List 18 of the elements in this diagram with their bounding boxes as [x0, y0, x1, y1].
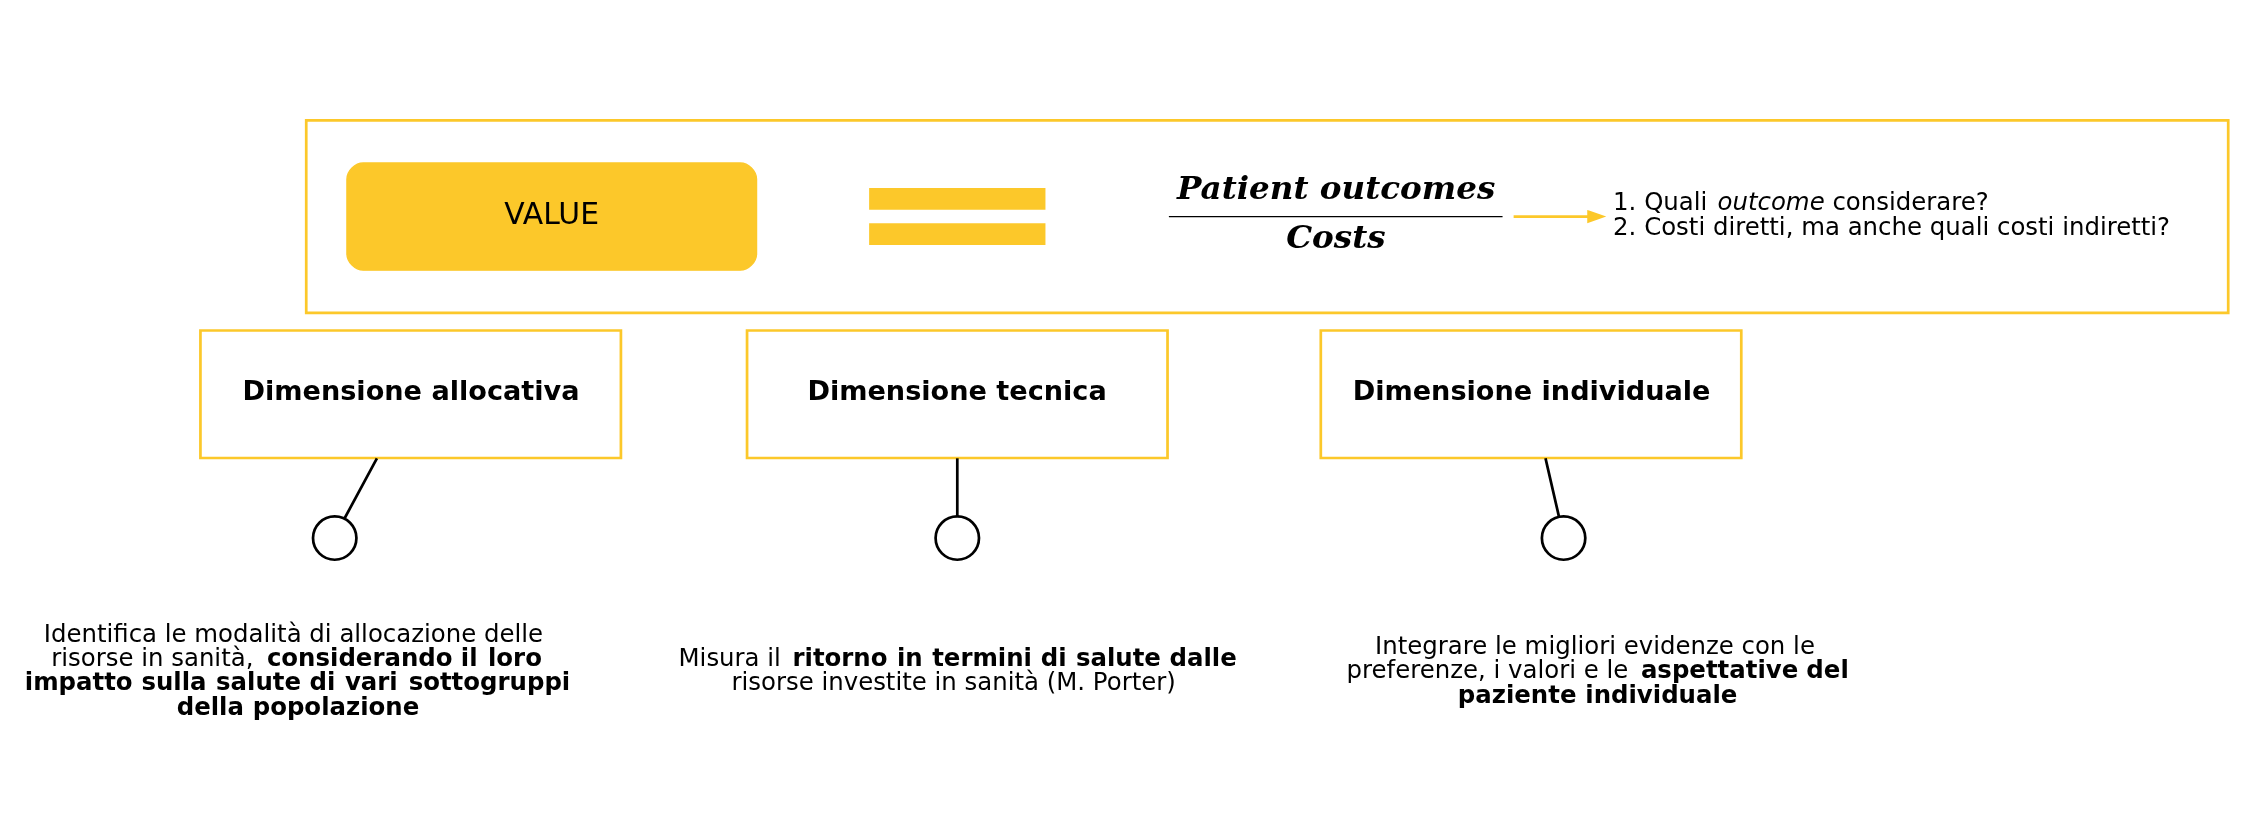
node-box: Dimensione individuale	[1319, 329, 1743, 460]
node-text: 1. Quali outcome considerare? 2. Costi diretti, ma anche quali costi indiretti?	[1613, 187, 2171, 241]
node-box: Dimensione tecnica	[745, 329, 1169, 460]
node-circle	[311, 515, 358, 562]
node-circle	[934, 515, 981, 562]
node-box: VALUE	[346, 162, 758, 271]
node-label: Patient outcomes	[1177, 168, 1496, 208]
arrow	[1513, 209, 1607, 224]
node-circle	[1540, 515, 1587, 562]
connector	[1544, 458, 1561, 517]
node-label: Costs	[1286, 217, 1386, 257]
cluster	[304, 118, 2230, 315]
node-label: Misura il ritorno in termini di salute dalle risorse investite in sanità (M. Porter)	[678, 643, 1237, 697]
connector	[955, 458, 959, 517]
node-label: Integrare le migliori evidenze con le preferenze, i valori e le aspettative del paziente individuale	[1346, 630, 1849, 709]
connector	[343, 457, 379, 519]
node-box: Dimensione allocativa	[199, 329, 623, 460]
node-label: Identifica le modalità di allocazione delle risorse in sanità, considerando il loro impatto sulla salute di vari sottogruppi della popolazione	[24, 618, 571, 721]
